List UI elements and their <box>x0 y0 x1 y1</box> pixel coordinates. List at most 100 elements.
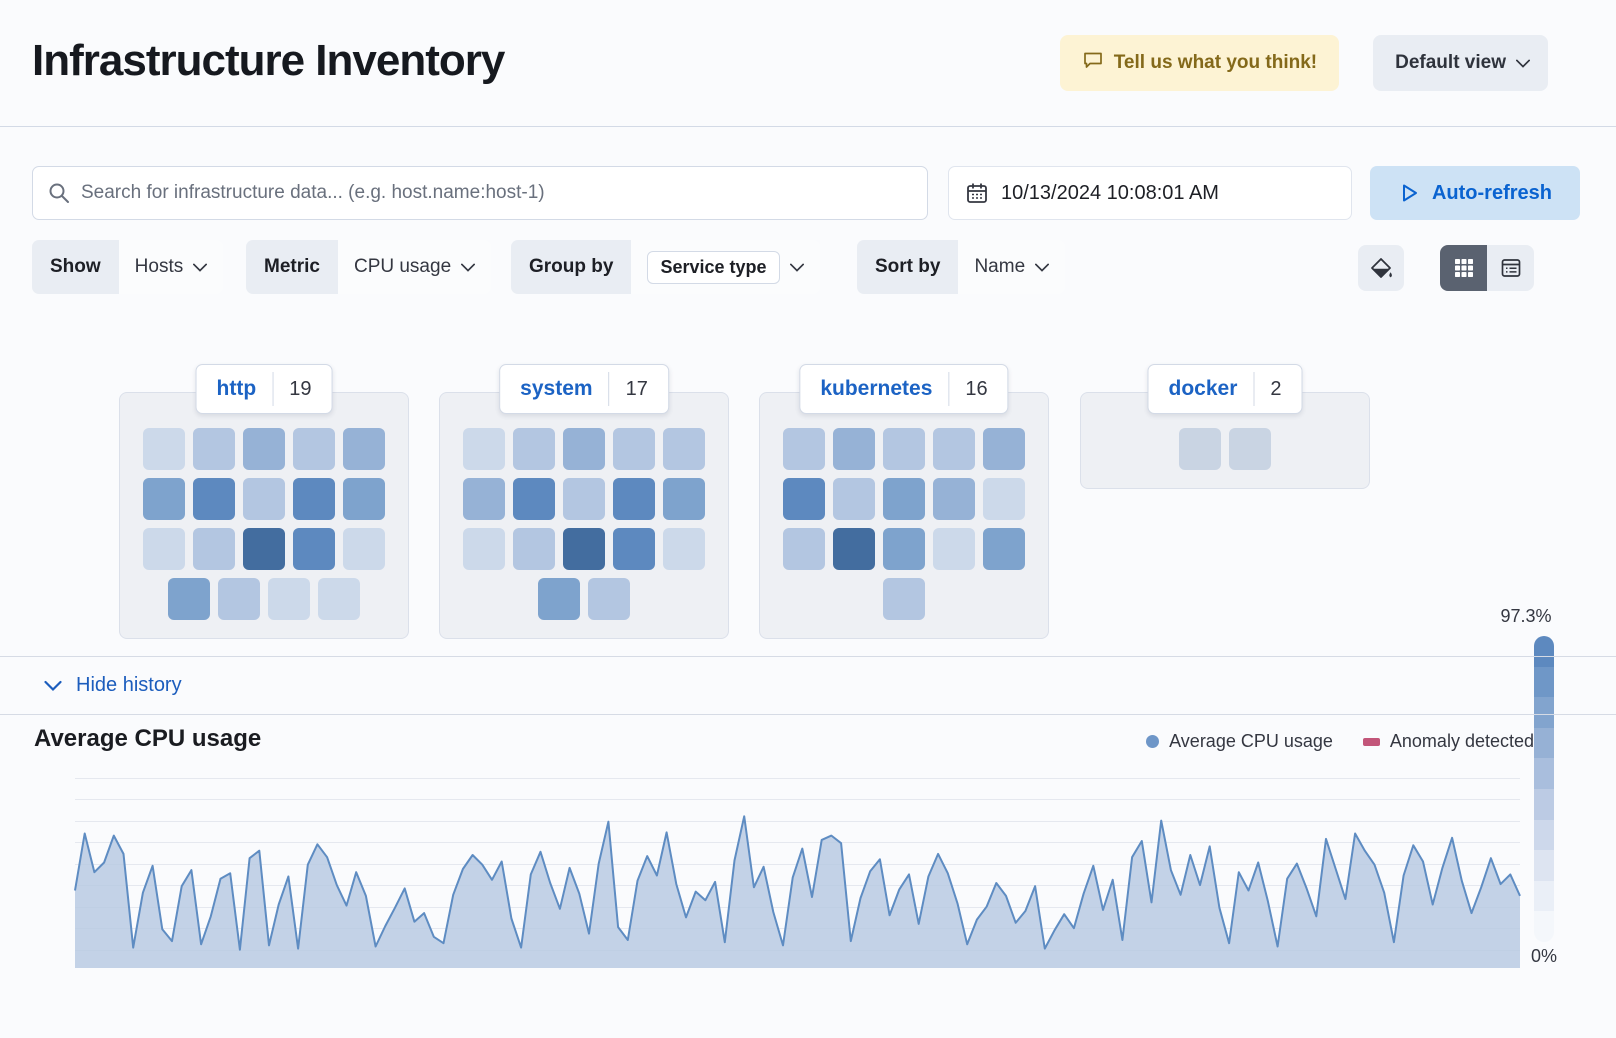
host-waffle-cell[interactable] <box>463 478 505 520</box>
service-group-name[interactable]: kubernetes <box>820 377 933 400</box>
host-waffle-cell[interactable] <box>168 578 210 620</box>
search-box[interactable] <box>32 166 928 220</box>
sort-by-value: Name <box>974 256 1026 277</box>
host-waffle-cell[interactable] <box>243 478 285 520</box>
hide-history-label: Hide history <box>76 674 182 696</box>
cpu-usage-area-chart[interactable]: 52%50%48%46%44%42%40%38%36%12:00:0015:00… <box>74 770 1521 968</box>
service-group-panel: kubernetes 16 <box>759 364 1049 639</box>
host-waffle-cell[interactable] <box>883 528 925 570</box>
host-waffle-cell[interactable] <box>883 428 925 470</box>
date-picker[interactable]: 10/13/2024 10:08:01 AM <box>948 166 1352 220</box>
host-waffle-cell[interactable] <box>143 528 185 570</box>
host-waffle-cell[interactable] <box>193 478 235 520</box>
host-waffle-cell[interactable] <box>663 428 705 470</box>
host-waffle-cell[interactable] <box>933 478 975 520</box>
page-title: Infrastructure Inventory <box>32 36 505 85</box>
host-waffle-cell[interactable] <box>513 428 555 470</box>
host-waffle-cell[interactable] <box>933 528 975 570</box>
host-waffle-cell[interactable] <box>513 528 555 570</box>
service-group-badge[interactable]: docker 2 <box>1147 364 1303 414</box>
host-waffle-cell[interactable] <box>293 528 335 570</box>
legend-item-cpu[interactable]: Average CPU usage <box>1146 731 1333 752</box>
auto-refresh-button[interactable]: Auto-refresh <box>1370 166 1580 220</box>
scale-step <box>1534 758 1554 789</box>
host-waffle-cell[interactable] <box>268 578 310 620</box>
gridline <box>75 820 1520 822</box>
host-waffle-cell[interactable] <box>613 428 655 470</box>
sort-by-select[interactable]: Name <box>958 240 1065 294</box>
host-waffle-cell[interactable] <box>1229 428 1271 470</box>
divider <box>948 372 950 406</box>
host-waffle-cell[interactable] <box>883 478 925 520</box>
host-waffle-cell[interactable] <box>883 578 925 620</box>
host-waffle-cell[interactable] <box>343 478 385 520</box>
gridline <box>75 842 1520 844</box>
host-waffle-cell[interactable] <box>833 428 875 470</box>
group-by-label: Group by <box>511 240 632 294</box>
host-waffle-cell[interactable] <box>193 528 235 570</box>
service-group-badge[interactable]: kubernetes 16 <box>799 364 1009 414</box>
grid-view-icon <box>1454 259 1473 277</box>
host-waffle-cell[interactable] <box>563 478 605 520</box>
host-waffle-cell[interactable] <box>663 478 705 520</box>
show-select[interactable]: Hosts <box>119 240 224 294</box>
host-waffle-cell[interactable] <box>243 528 285 570</box>
scale-step <box>1534 697 1554 728</box>
host-waffle-cell[interactable] <box>538 578 580 620</box>
service-group-badge[interactable]: system 17 <box>499 364 669 414</box>
service-group-name[interactable]: docker <box>1168 377 1238 400</box>
host-waffle-cell[interactable] <box>613 528 655 570</box>
host-waffle-cell[interactable] <box>293 428 335 470</box>
host-waffle-cell[interactable] <box>983 528 1025 570</box>
view-selector-button[interactable]: Default view <box>1373 35 1548 91</box>
host-waffle-cell[interactable] <box>463 528 505 570</box>
service-group-name[interactable]: system <box>520 377 593 400</box>
host-waffle-cell[interactable] <box>193 428 235 470</box>
scale-step <box>1534 727 1554 759</box>
host-waffle-cell[interactable] <box>783 428 825 470</box>
host-waffle-cell[interactable] <box>588 578 630 620</box>
host-waffle-cell[interactable] <box>463 428 505 470</box>
group-by-select[interactable]: Service type <box>631 240 819 294</box>
host-waffle-cell[interactable] <box>343 528 385 570</box>
hide-history-link[interactable]: Hide history <box>44 674 182 697</box>
divider <box>608 372 610 406</box>
sort-by-label: Sort by <box>857 240 959 294</box>
metric-select[interactable]: CPU usage <box>338 240 491 294</box>
search-input[interactable] <box>81 182 913 204</box>
host-waffle-cell[interactable] <box>933 428 975 470</box>
host-waffle-cell[interactable] <box>143 478 185 520</box>
host-waffle-cell[interactable] <box>143 428 185 470</box>
host-waffle-cell[interactable] <box>663 528 705 570</box>
legend-item-anomaly[interactable]: Anomaly detected <box>1362 731 1534 752</box>
metric-value: CPU usage <box>353 256 452 277</box>
page-header: Infrastructure Inventory Tell us what yo… <box>0 0 1616 127</box>
host-waffle-cell[interactable] <box>563 428 605 470</box>
service-group-badge[interactable]: http 19 <box>195 364 333 414</box>
service-group-name[interactable]: http <box>216 377 257 400</box>
table-view-toggle[interactable] <box>1487 245 1534 291</box>
host-waffle-cell[interactable] <box>243 428 285 470</box>
host-waffle-cell[interactable] <box>833 528 875 570</box>
service-group-count: 2 <box>1270 377 1282 400</box>
host-waffle-cell[interactable] <box>983 478 1025 520</box>
host-waffle-cell[interactable] <box>783 528 825 570</box>
color-palette-button[interactable] <box>1358 245 1404 291</box>
waffle-view-toggle[interactable] <box>1440 245 1487 291</box>
host-waffle-cell[interactable] <box>783 478 825 520</box>
host-waffle-cell[interactable] <box>513 478 555 520</box>
host-waffle-cell[interactable] <box>983 428 1025 470</box>
feedback-button[interactable]: Tell us what you think! <box>1059 35 1340 91</box>
chevron-down-icon <box>461 263 476 272</box>
host-waffle-cell[interactable] <box>218 578 260 620</box>
host-waffle-cell[interactable] <box>1179 428 1221 470</box>
host-waffle-cell[interactable] <box>833 478 875 520</box>
host-waffle-cell[interactable] <box>563 528 605 570</box>
date-picker-value: 10/13/2024 10:08:01 AM <box>1001 181 1219 204</box>
host-waffle-cell[interactable] <box>318 578 360 620</box>
group-by-token[interactable]: Service type <box>647 250 780 284</box>
host-waffle-cell[interactable] <box>613 478 655 520</box>
host-waffle-cell[interactable] <box>343 428 385 470</box>
search-icon <box>49 183 69 203</box>
host-waffle-cell[interactable] <box>293 478 335 520</box>
